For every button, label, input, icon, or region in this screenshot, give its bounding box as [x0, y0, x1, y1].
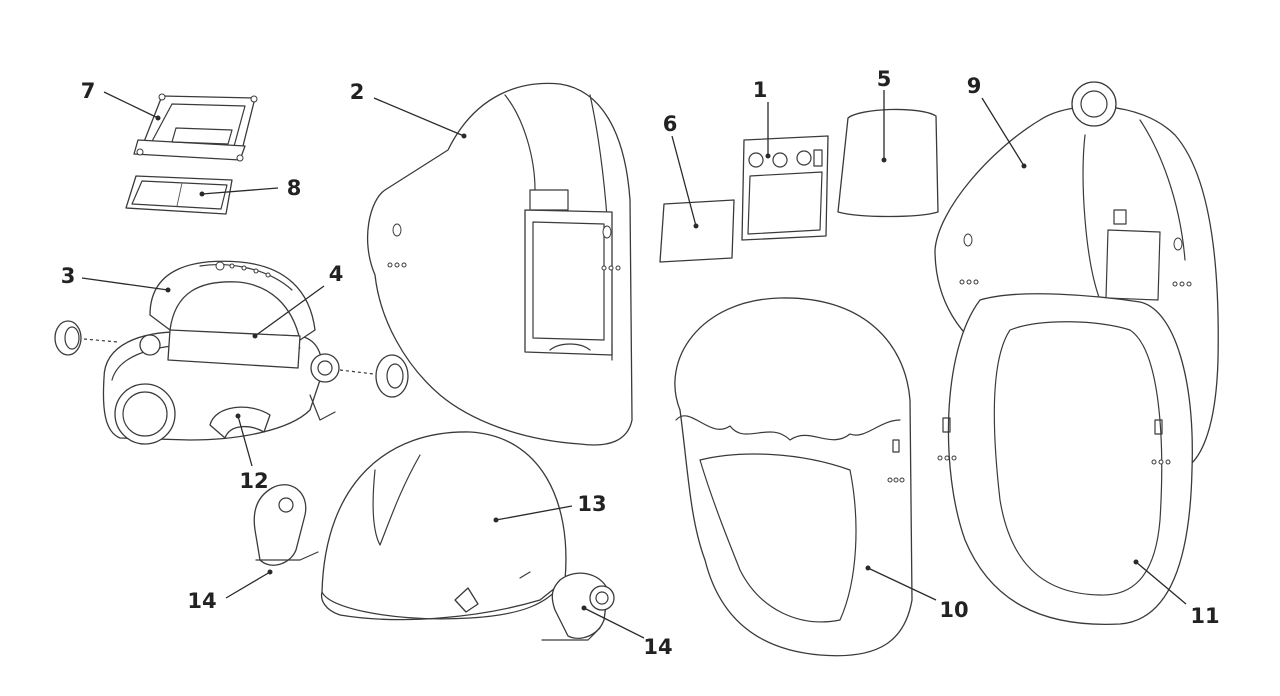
part-5-inner-cover [837, 108, 939, 218]
part-6-cover-lens [659, 199, 735, 263]
part-2-welding-shell [367, 82, 633, 446]
callout-7: 7 [81, 79, 96, 103]
callout-14-left: 14 [187, 589, 216, 613]
headgear-knob-right [339, 354, 409, 398]
callout-2: 2 [350, 80, 365, 104]
callout-1: 1 [753, 78, 768, 102]
callout-8: 8 [287, 176, 302, 200]
part-7-grind-frame [133, 93, 258, 162]
part-8-inner-lens [125, 175, 233, 215]
headgear-knob-left [54, 320, 119, 356]
callout-13: 13 [577, 492, 606, 516]
part-11-face-seal [937, 293, 1193, 626]
callout-3: 3 [61, 264, 76, 288]
part-14-adapter-left [253, 484, 319, 566]
callout-9: 9 [967, 74, 982, 98]
callout-10: 10 [939, 598, 968, 622]
callout-12: 12 [239, 469, 268, 493]
part-14-adapter-right [541, 572, 615, 641]
callout-6: 6 [663, 112, 678, 136]
part-13-hard-hat [320, 431, 567, 621]
leader-lines [81, 90, 1187, 639]
callout-labels: 1 2 3 4 5 6 7 8 9 10 11 12 13 14 14 [61, 67, 1220, 659]
callout-14-right: 14 [643, 635, 672, 659]
part-10-hood [674, 297, 913, 657]
part-3-headgear [102, 260, 340, 445]
callout-5: 5 [877, 67, 892, 91]
part-1-adf-filter [741, 135, 829, 241]
callout-11: 11 [1190, 604, 1219, 628]
callout-4: 4 [329, 262, 344, 286]
